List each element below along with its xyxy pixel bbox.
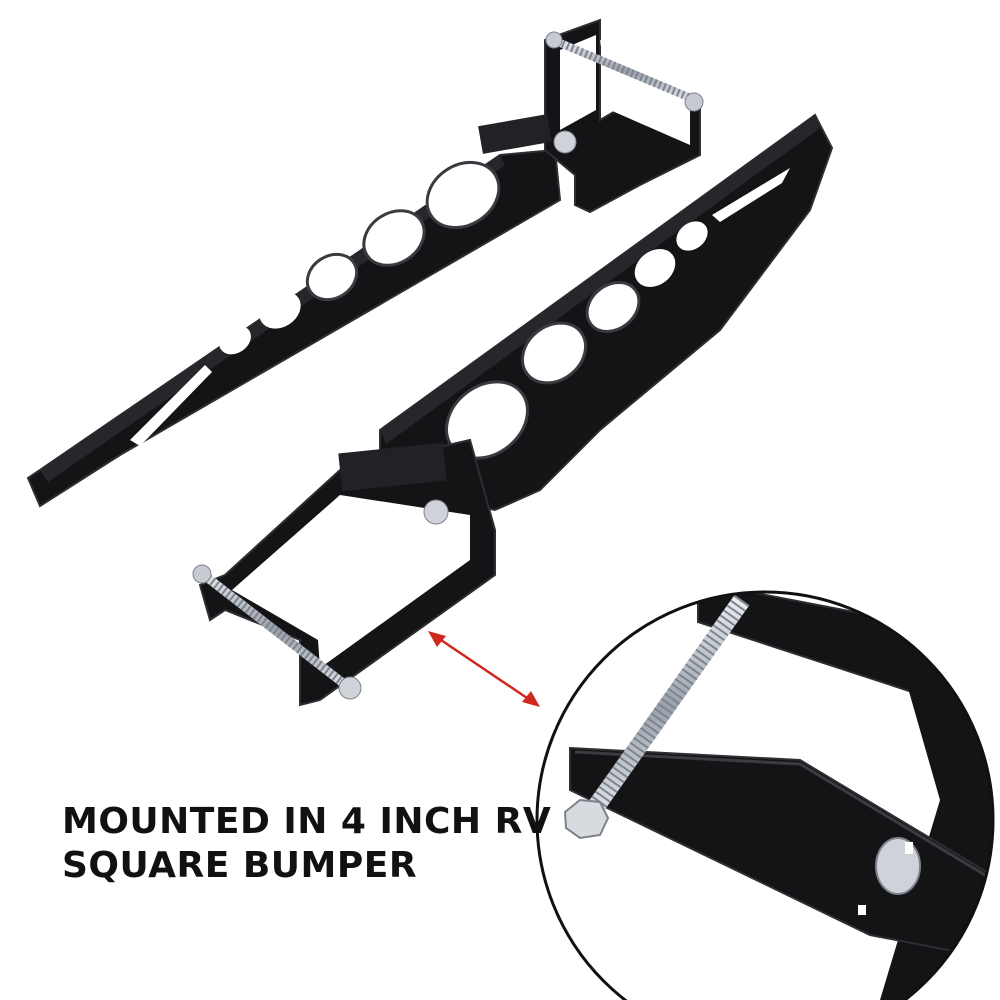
zoom-hex-nut: [563, 798, 610, 840]
callout-arrow: [428, 631, 540, 707]
front-bracket-holes: [446, 168, 790, 459]
front-threaded-rod: [192, 564, 362, 700]
back-threaded-rod: [545, 31, 704, 112]
caption-line-2: SQUARE BUMPER: [62, 845, 418, 886]
caption-line-1: MOUNTED IN 4 INCH RV: [62, 801, 552, 842]
back-bracket: [26, 18, 704, 508]
zoom-circle-border: [535, 590, 995, 1000]
front-bracket: [192, 113, 834, 707]
front-bracket-nut: [423, 499, 449, 525]
zoom-detail: [535, 590, 995, 1000]
zoom-bolt-head: [875, 837, 921, 895]
back-bracket-nut: [553, 130, 577, 154]
product-caption: MOUNTED IN 4 INCH RV SQUARE BUMPER: [62, 800, 551, 888]
back-bracket-holes: [130, 162, 499, 446]
front-bracket-flange: [380, 115, 820, 444]
